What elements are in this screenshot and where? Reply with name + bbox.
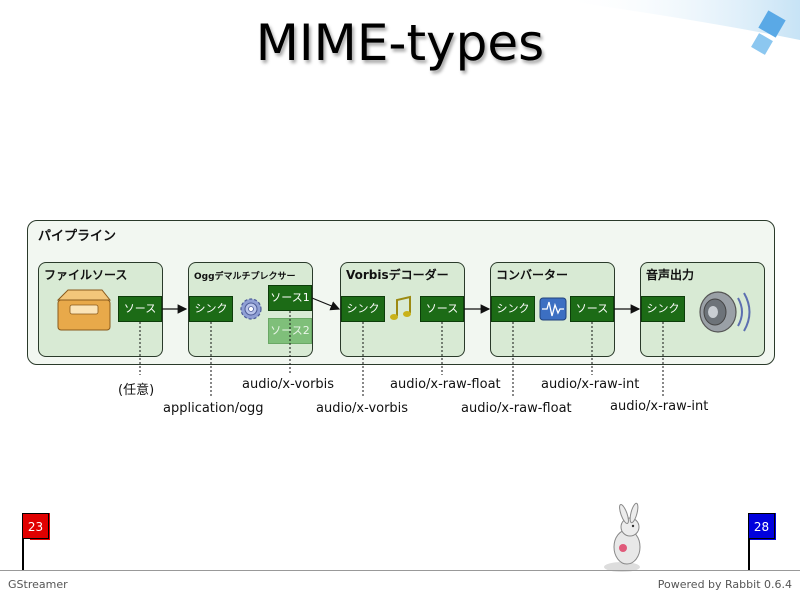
caps-label: audio/x-raw-int [610,399,709,414]
caps-label: audio/x-vorbis [316,401,409,416]
pad-sink: シンク [341,296,385,322]
slide-title: MIME-types [255,14,545,72]
element-title: コンバーター [496,268,569,282]
pipeline-title: パイプライン [38,229,117,244]
corner-swoosh [560,0,800,40]
current-page-number: 23 [22,513,49,539]
element-title: Vorbisデコーダー [346,268,449,282]
total-pages-number: 28 [748,513,775,539]
element-title: ファイルソース [44,268,128,282]
footer-right-text: Powered by Rabbit 0.6.4 [657,578,792,591]
pad-sink: シンク [491,296,535,322]
pad-source: ソース [570,296,614,322]
pad-source-1: ソース1 [268,285,312,311]
pad-source-2: ソース2 [268,318,312,344]
caps-label: application/ogg [163,401,264,416]
element-title: Oggデマルチプレクサー [194,272,296,282]
pad-sink: シンク [641,296,685,322]
flag-pole [748,513,750,570]
flag-pole [22,513,24,570]
pad-source: ソース [118,296,162,322]
caps-label: audio/x-raw-int [541,377,640,392]
caps-label-any: (任意) [118,383,155,398]
caps-label: audio/x-raw-float [461,401,572,416]
cube-icon [751,10,786,55]
pad-sink: シンク [189,296,233,322]
pad-source: ソース [420,296,464,322]
footer-left-text: GStreamer [8,578,68,591]
footer-divider [0,570,800,571]
element-title: 音声出力 [646,268,695,282]
caps-label: audio/x-vorbis [242,377,335,392]
caps-label: audio/x-raw-float [390,377,501,392]
